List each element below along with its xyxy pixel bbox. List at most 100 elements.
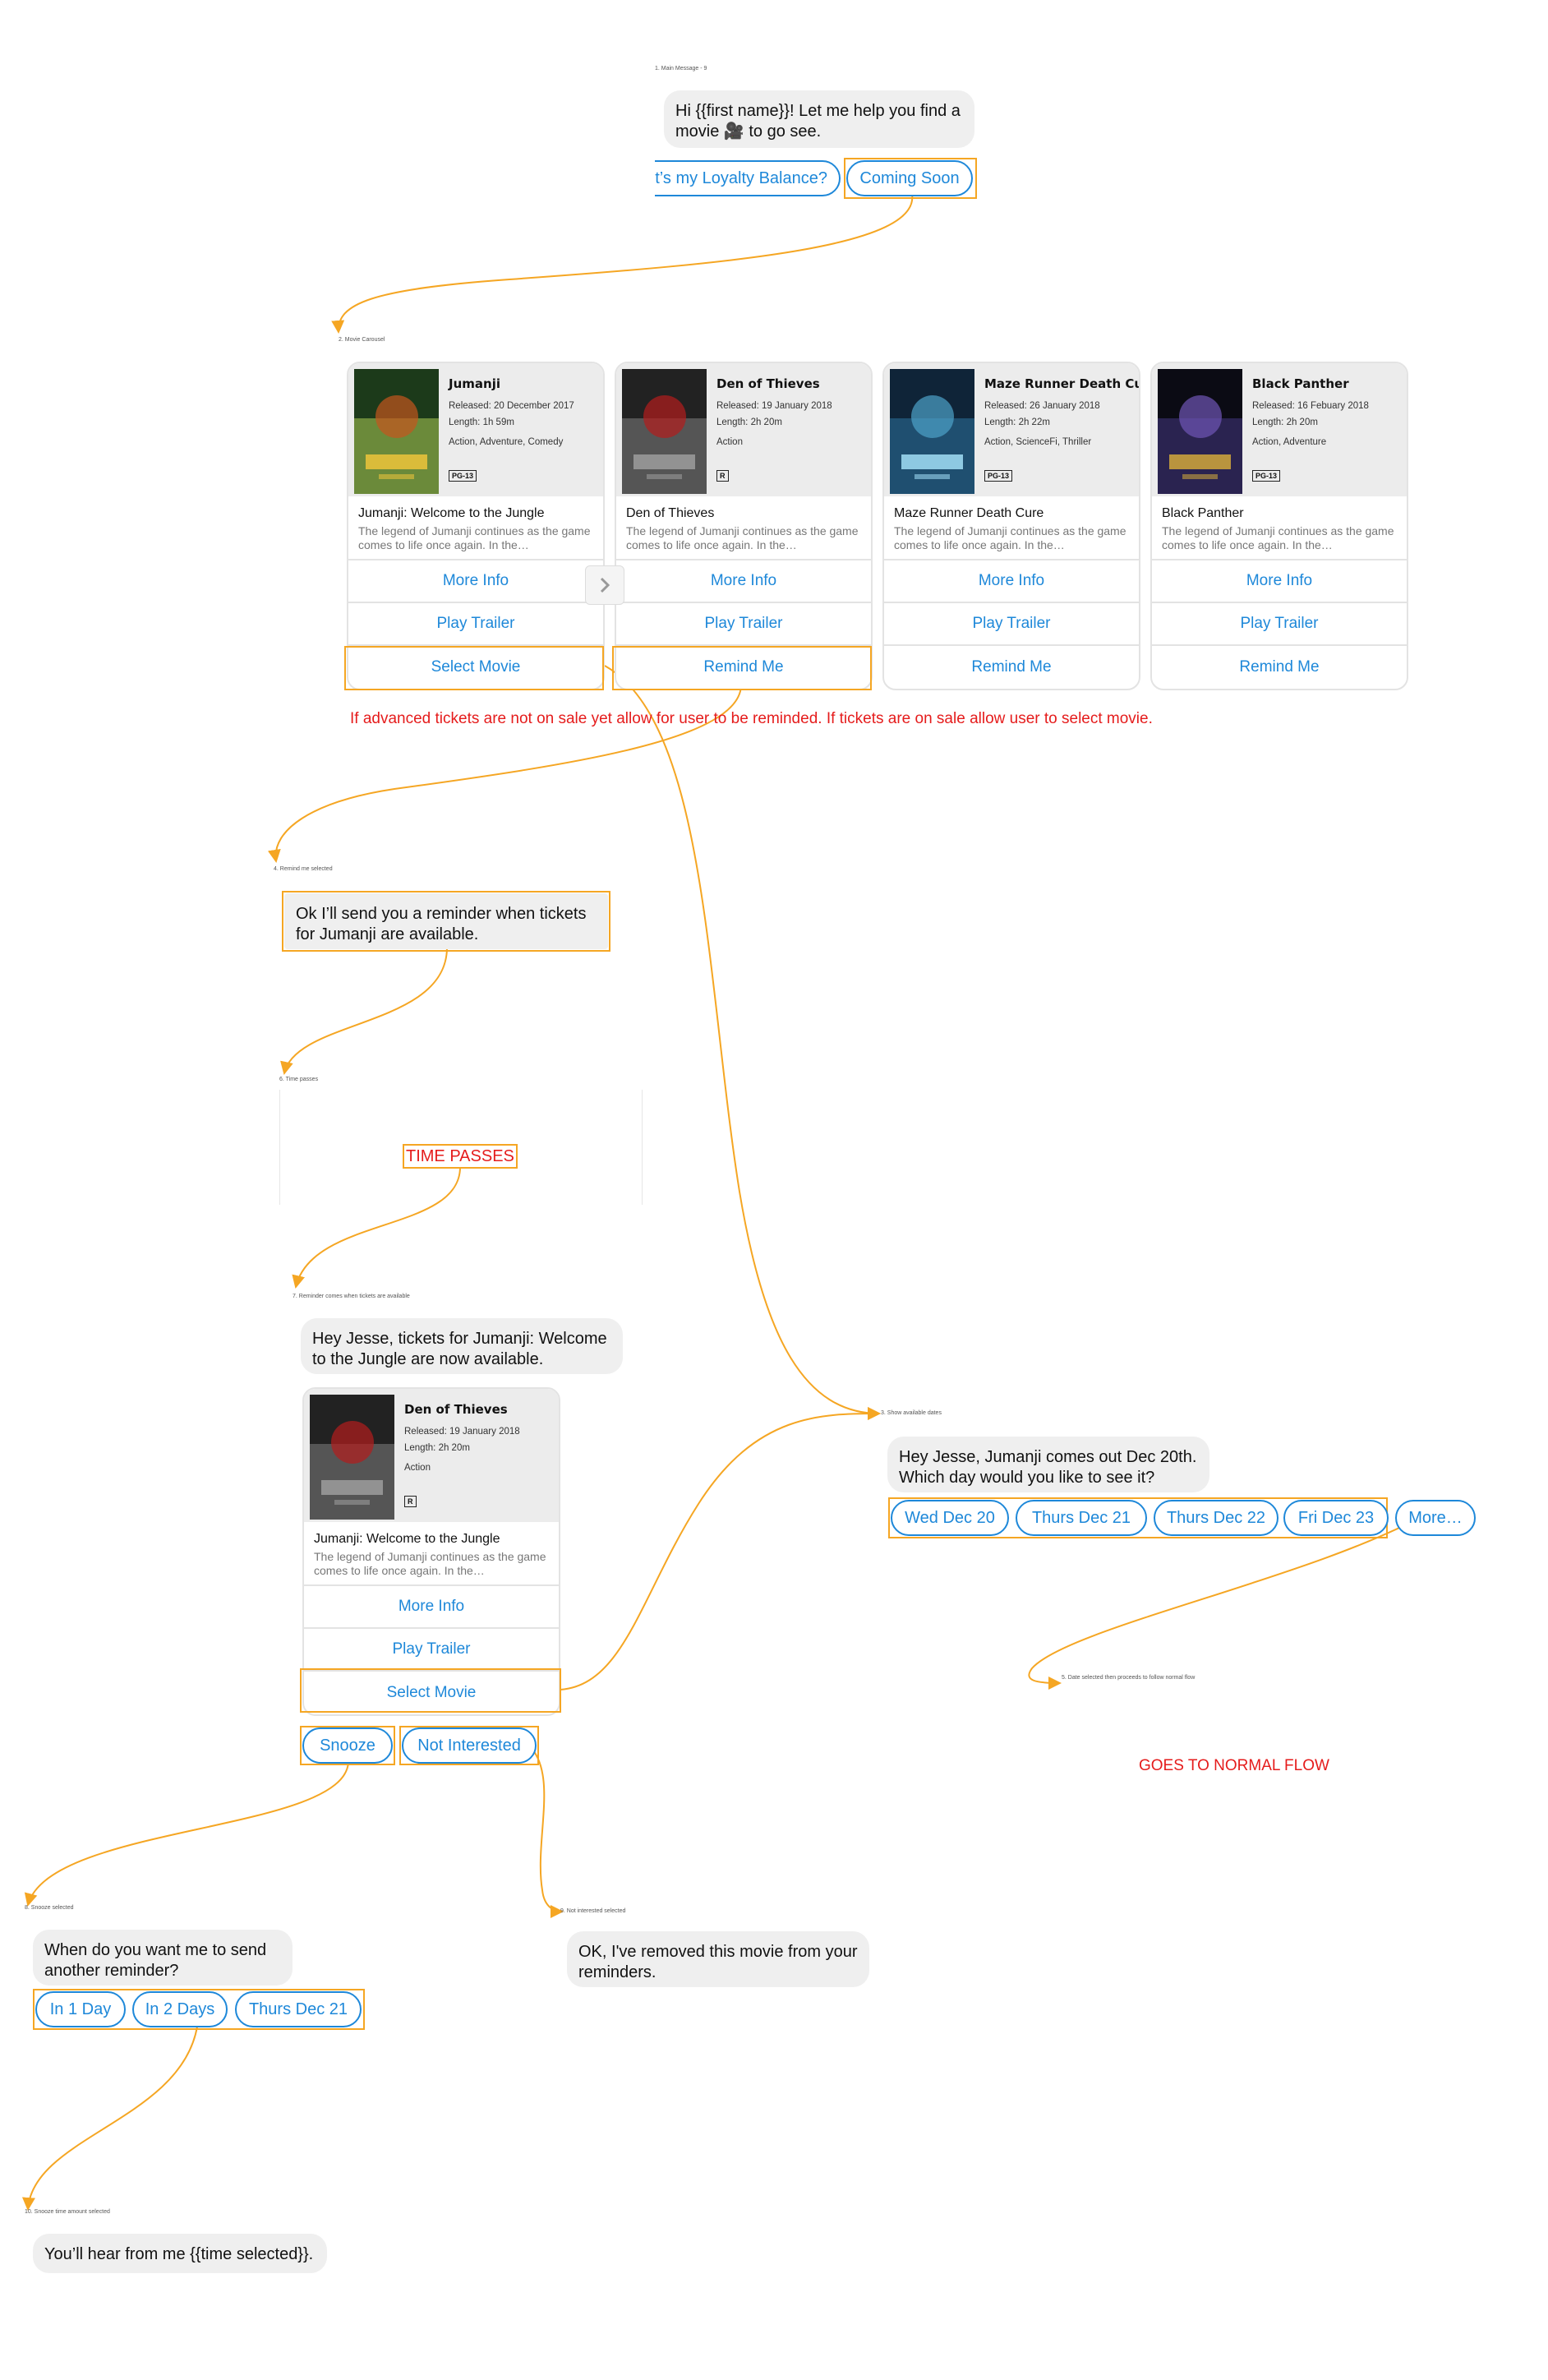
step-label-9: 9. Not interested selected bbox=[560, 1908, 626, 1914]
rating-badge: R bbox=[716, 470, 729, 482]
step-label-6: 6. Time passes bbox=[279, 1077, 319, 1082]
card-button-more-info[interactable]: More Info bbox=[304, 1586, 559, 1629]
loyalty-balance-button[interactable]: t’s my Loyalty Balance? bbox=[655, 160, 841, 196]
card-title: Black Panther bbox=[1162, 506, 1244, 520]
movie-poster-image bbox=[1158, 369, 1242, 494]
card-description: The legend of Jumanji continues as the g… bbox=[894, 524, 1126, 551]
not-interested-highlight bbox=[399, 1726, 539, 1765]
release-date: Released: 19 January 2018 bbox=[404, 1427, 520, 1437]
chevron-right-icon[interactable] bbox=[585, 565, 624, 605]
card-title: Jumanji: Welcome to the Jungle bbox=[314, 1532, 500, 1546]
time-passes-label: TIME PASSES bbox=[406, 1147, 514, 1165]
more-dates-button[interactable]: More… bbox=[1395, 1500, 1476, 1536]
card-button-play-trailer[interactable]: Play Trailer bbox=[616, 603, 871, 646]
snooze-button[interactable]: Snooze bbox=[302, 1727, 393, 1764]
card-button-select-movie[interactable]: Select Movie bbox=[431, 658, 521, 676]
release-date: Released: 19 January 2018 bbox=[716, 401, 832, 411]
normal-flow-note: GOES TO NORMAL FLOW bbox=[1139, 1757, 1329, 1774]
card-button-remind-me[interactable]: Remind Me bbox=[703, 658, 784, 676]
card-button-remind-me[interactable]: Remind Me bbox=[971, 658, 1052, 676]
carousel-note: If advanced tickets are not on sale yet … bbox=[350, 710, 1153, 727]
movie-card: Jumanji Released: 20 December 2017 Lengt… bbox=[347, 362, 605, 690]
card-title: Maze Runner Death Cure bbox=[894, 506, 1044, 520]
release-date: Released: 26 January 2018 bbox=[984, 401, 1100, 411]
date-thurs-dec-21[interactable]: Thurs Dec 21 bbox=[1016, 1500, 1147, 1536]
card-button-select-movie[interactable]: Select Movie bbox=[386, 1684, 477, 1701]
date-wed-dec-20[interactable]: Wed Dec 20 bbox=[891, 1500, 1009, 1536]
arrow-snooze-option-to-final bbox=[22, 2026, 198, 2211]
arrow-not-interested-to-removed bbox=[528, 1745, 564, 1918]
reminder-message-bubble: Hey Jesse, tickets for Jumanji: Welcome … bbox=[301, 1318, 623, 1374]
card-button-play-trailer[interactable]: Play Trailer bbox=[1152, 603, 1407, 646]
rating-badge: PG-13 bbox=[1252, 470, 1281, 482]
movie-length: Length: 2h 20m bbox=[404, 1443, 470, 1453]
movie-poster-image bbox=[622, 369, 707, 494]
snooze-highlight bbox=[300, 1726, 395, 1765]
quick-reply-strip: t’s my Loyalty Balance? bbox=[655, 158, 845, 199]
movie-poster-image bbox=[890, 369, 974, 494]
snooze-thurs-dec-21[interactable]: Thurs Dec 21 bbox=[235, 1991, 362, 2027]
card-description: The legend of Jumanji continues as the g… bbox=[1162, 524, 1394, 551]
card-button-more-info[interactable]: More Info bbox=[348, 560, 603, 603]
card-button-play-trailer[interactable]: Play Trailer bbox=[304, 1629, 559, 1672]
date-fri-dec-23[interactable]: Fri Dec 23 bbox=[1283, 1500, 1389, 1536]
card-button-more-info[interactable]: More Info bbox=[1152, 560, 1407, 603]
movie-length: Length: 2h 22m bbox=[984, 417, 1050, 427]
main-message-bubble: Hi {{first name}}! Let me help you find … bbox=[664, 90, 974, 148]
release-date: Released: 20 December 2017 bbox=[449, 401, 574, 411]
step-label-2: 2. Movie Carousel bbox=[339, 337, 385, 343]
card-header: Den of Thieves Released: 19 January 2018… bbox=[616, 363, 871, 496]
release-date: Released: 16 Febuary 2018 bbox=[1252, 401, 1369, 411]
card-header: Den of Thieves Released: 19 January 2018… bbox=[304, 1389, 559, 1522]
final-message-bubble: You’ll hear from me {{time selected}}. bbox=[33, 2234, 327, 2273]
movie-title: Den of Thieves bbox=[716, 376, 820, 391]
movie-title: Den of Thieves bbox=[404, 1402, 508, 1417]
card-title: Den of Thieves bbox=[626, 506, 715, 520]
date-thurs-dec-22[interactable]: Thurs Dec 22 bbox=[1154, 1500, 1278, 1536]
movie-length: Length: 2h 20m bbox=[1252, 417, 1318, 427]
arrow-confirm-to-time bbox=[280, 946, 449, 1075]
card-button-more-info[interactable]: More Info bbox=[884, 560, 1139, 603]
movie-title: Black Panther bbox=[1252, 376, 1349, 391]
card-header: Maze Runner Death Cure Released: 26 Janu… bbox=[884, 363, 1139, 496]
step-label-5: 5. Date selected then proceeds to follow… bbox=[1062, 1675, 1196, 1681]
not-interested-button[interactable]: Not Interested bbox=[402, 1727, 537, 1764]
movie-card: Den of Thieves Released: 19 January 2018… bbox=[615, 362, 873, 690]
rating-badge: PG-13 bbox=[449, 470, 477, 482]
card-description: The legend of Jumanji continues as the g… bbox=[314, 1550, 546, 1577]
step-label-4: 4. Remind me selected bbox=[274, 866, 333, 872]
movie-genre: Action, Adventure, Comedy bbox=[449, 437, 564, 447]
card-button-remind-me[interactable]: Remind Me bbox=[1239, 658, 1320, 676]
movie-poster-image bbox=[310, 1395, 394, 1520]
arrow-reminder-select-to-dates bbox=[560, 1407, 881, 1690]
step-label-10: 10. Snooze time amount selected bbox=[25, 2209, 110, 2215]
removed-message-bubble: OK, I've removed this movie from your re… bbox=[567, 1931, 869, 1987]
remind-me-highlight bbox=[612, 646, 872, 690]
movie-card: Maze Runner Death Cure Released: 26 Janu… bbox=[882, 362, 1140, 690]
dates-message-bubble: Hey Jesse, Jumanji comes out Dec 20th. W… bbox=[887, 1437, 1209, 1492]
snooze-1-day[interactable]: In 1 Day bbox=[35, 1991, 126, 2027]
step-label-1: 1. Main Message - 9 bbox=[655, 66, 707, 71]
card-button-play-trailer[interactable]: Play Trailer bbox=[348, 603, 603, 646]
movie-length: Length: 2h 20m bbox=[716, 417, 782, 427]
movie-title: Jumanji bbox=[449, 376, 500, 391]
remind-confirm-bubble: Ok I’ll send you a reminder when tickets… bbox=[284, 893, 608, 949]
movie-card: Black Panther Released: 16 Febuary 2018 … bbox=[1150, 362, 1408, 690]
movie-genre: Action bbox=[404, 1463, 431, 1473]
snooze-message-bubble: When do you want me to send another remi… bbox=[33, 1930, 293, 1986]
arrow-snooze-to-snooze-msg bbox=[24, 1761, 349, 1907]
rating-badge: R bbox=[404, 1496, 417, 1507]
movie-title: Maze Runner Death Cure bbox=[984, 376, 1140, 391]
snooze-2-days[interactable]: In 2 Days bbox=[132, 1991, 228, 2027]
card-button-more-info[interactable]: More Info bbox=[616, 560, 871, 603]
coming-soon-button[interactable]: Coming Soon bbox=[846, 160, 973, 196]
card-button-play-trailer[interactable]: Play Trailer bbox=[884, 603, 1139, 646]
card-description: The legend of Jumanji continues as the g… bbox=[358, 524, 591, 551]
movie-genre: Action, Adventure bbox=[1252, 437, 1327, 447]
arrow-coming-soon-to-carousel bbox=[331, 193, 914, 334]
card-title: Jumanji: Welcome to the Jungle bbox=[358, 506, 545, 520]
movie-card: Den of Thieves Released: 19 January 2018… bbox=[302, 1387, 560, 1716]
time-passes-highlight bbox=[403, 1144, 518, 1169]
reminder-select-highlight bbox=[300, 1668, 561, 1713]
arrow-select-to-dates bbox=[604, 665, 881, 1420]
